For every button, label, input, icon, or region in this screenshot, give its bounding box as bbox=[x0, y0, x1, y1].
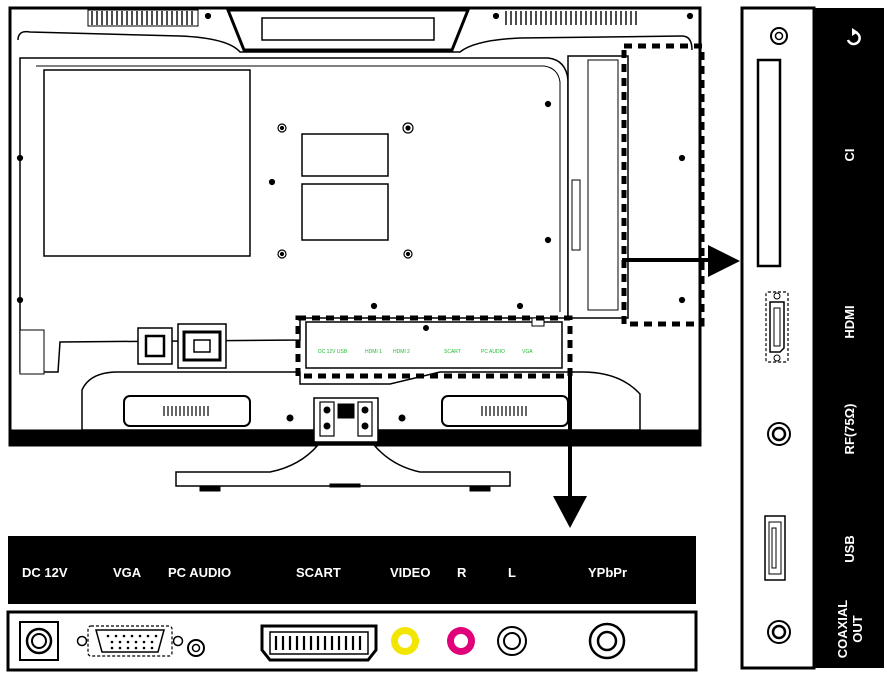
coaxial-out-jack bbox=[767, 620, 791, 644]
vga-port bbox=[76, 625, 184, 657]
label-pc-audio: PC AUDIO bbox=[168, 565, 232, 580]
label-usb: USB bbox=[842, 535, 857, 563]
label-rf: RF(75Ω) bbox=[842, 403, 857, 455]
tv-label-scart: SCART bbox=[444, 349, 461, 355]
hdmi-port bbox=[765, 291, 789, 363]
label-scart: SCART bbox=[296, 565, 341, 580]
side-label-bar bbox=[814, 8, 884, 668]
side-ports-highlight bbox=[621, 43, 705, 327]
label-dc-12v: DC 12V bbox=[22, 565, 68, 580]
tv-label-pc-audio: PC AUDIO bbox=[481, 349, 505, 355]
bottom-port-bay bbox=[305, 321, 563, 369]
rear-cover-plate bbox=[43, 69, 251, 257]
tv-label-vga: VGA bbox=[522, 349, 533, 355]
tv-label-hdmi1: HDMI 1 bbox=[365, 349, 382, 355]
label-r: R bbox=[457, 565, 467, 580]
audio-r-rca-jack bbox=[447, 627, 475, 655]
label-coaxial: COAXIAL bbox=[835, 599, 850, 659]
audio-l-rca-jack bbox=[497, 626, 527, 656]
headphone-jack bbox=[770, 27, 788, 45]
stand-base bbox=[175, 444, 511, 492]
usb-port bbox=[764, 515, 786, 581]
label-ci: CI bbox=[842, 148, 857, 162]
arrowhead-bottom bbox=[553, 496, 587, 528]
tv-label-dc-usb: DC 12V USB bbox=[318, 349, 348, 355]
bottom-ports-highlight bbox=[295, 315, 573, 379]
speaker-left bbox=[123, 395, 251, 427]
label-vga: VGA bbox=[113, 565, 142, 580]
dc-12v-jack bbox=[19, 621, 59, 661]
arrowhead-side bbox=[708, 245, 740, 277]
pc-audio-jack bbox=[187, 639, 205, 657]
rf-jack bbox=[767, 422, 791, 446]
vesa-plate-lower bbox=[301, 183, 389, 241]
speaker-right bbox=[441, 395, 569, 427]
label-l: L bbox=[508, 565, 516, 580]
label-hdmi: HDMI bbox=[842, 305, 857, 339]
vesa-plate-upper bbox=[301, 133, 389, 177]
tv-rear-view bbox=[8, 6, 702, 447]
label-out: OUT bbox=[850, 615, 865, 643]
video-rca-jack bbox=[391, 627, 419, 655]
ci-slot bbox=[756, 58, 782, 268]
bottom-label-bar bbox=[8, 536, 696, 604]
label-ypbpr: YPbPr bbox=[588, 565, 628, 580]
scart-port bbox=[260, 624, 378, 662]
ypbpr-jack bbox=[588, 622, 626, 660]
tv-label-hdmi2: HDMI 2 bbox=[393, 349, 410, 355]
label-video: VIDEO bbox=[390, 565, 431, 580]
top-vent-grill bbox=[87, 9, 637, 27]
headphone-icon bbox=[846, 28, 861, 46]
mount-screws bbox=[16, 12, 694, 310]
